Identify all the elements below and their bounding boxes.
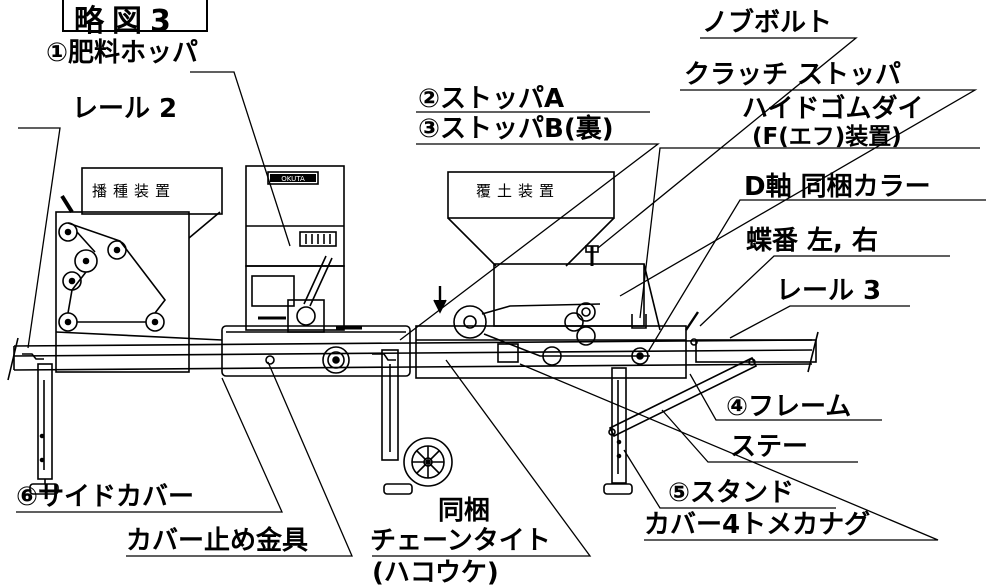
label-fertilizer-hopper: ①肥料ホッパ — [46, 38, 199, 68]
covering-device — [415, 171, 687, 379]
main-rail — [7, 331, 819, 381]
label-stopper-a: ②ストッパA — [418, 84, 565, 114]
leader-lines — [16, 37, 986, 557]
label-frame: ④フレーム — [726, 392, 852, 422]
left-stand — [22, 353, 59, 495]
brand-plate: OKUTA — [281, 175, 305, 183]
label-d-shaft-collar: D軸 同梱カラー — [744, 172, 931, 202]
label-knob-bolt: ノブボルト — [702, 8, 833, 38]
label-rail-2: レール 2 — [72, 94, 178, 124]
label-hinge: 蝶番 左, 右 — [746, 226, 878, 256]
fertilizer-hopper — [245, 165, 345, 333]
label-covering-device: 覆土装置 — [476, 182, 561, 200]
label-stay: ステー — [730, 432, 809, 462]
label-side-cover: ⑥サイドカバー — [16, 482, 195, 512]
label-cover-stop-bracket: カバー止め金具 — [126, 526, 309, 556]
side-cover — [221, 316, 411, 377]
label-f-device: (F(エフ)装置) — [752, 124, 902, 150]
label-clutch-stopper: クラッチ ストッパ — [684, 60, 902, 90]
hinge-rail3 — [685, 311, 817, 363]
figure-title: 略図3 — [74, 4, 179, 39]
label-hakouke: (ハコウケ) — [372, 558, 499, 588]
label-stand: ⑤スタンド — [668, 478, 795, 508]
right-stand — [603, 367, 633, 495]
seeding-device — [55, 167, 223, 373]
label-cover4-fastener: カバー4トメカナグ — [644, 510, 871, 540]
label-hide-gom-die: ハイドゴムダイ — [742, 94, 924, 124]
center-stand — [372, 349, 453, 495]
label-bundled: 同梱 — [438, 496, 491, 526]
label-rail-3: レール 3 — [776, 276, 882, 306]
title-frame — [62, 0, 208, 32]
label-seeding-device: 播種装置 — [92, 182, 177, 200]
label-stopper-b: ③ストッパB(裏) — [418, 114, 614, 144]
label-chain-tight: チェーンタイト — [370, 526, 551, 556]
